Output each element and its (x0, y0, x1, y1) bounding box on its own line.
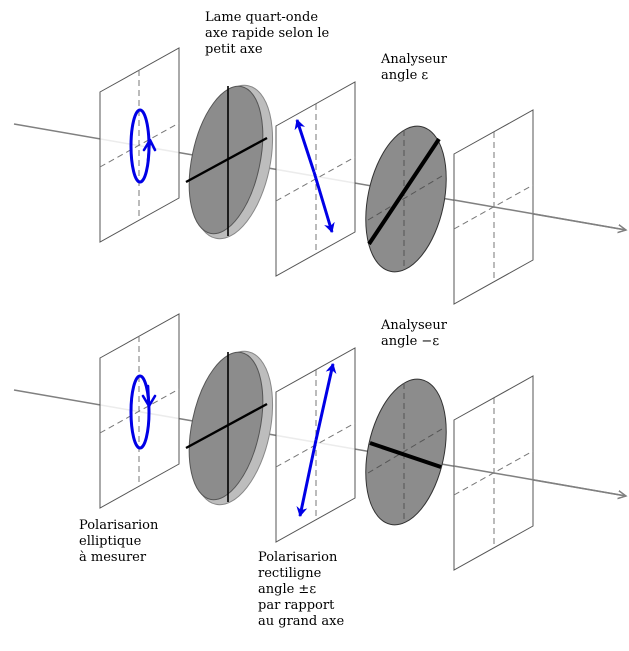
label-line: Analyseur (381, 52, 447, 67)
label-line: angle ±ε (258, 582, 317, 597)
label-line: par rapport (258, 598, 335, 613)
label-line: angle ε (381, 68, 429, 83)
quarter-wave-plate-top (185, 84, 274, 240)
quarter-wave-plate-bottom (185, 350, 274, 506)
linear-plane-top (275, 81, 356, 277)
analyzer-top (365, 125, 447, 273)
label-line: à mesurer (79, 550, 147, 565)
label-line: Lame quart-onde (205, 10, 319, 25)
label-line: rectiligne (258, 566, 322, 581)
input-plane-top (99, 47, 180, 243)
label-line: axe rapide selon le (205, 26, 330, 41)
label-line: Polarisarion (258, 550, 338, 565)
label-line: elliptique (79, 534, 142, 549)
label-analyseur-top: Analyseur angle ε (381, 52, 447, 84)
label-line: Polarisarion (79, 518, 159, 533)
label-line: angle −ε (381, 334, 440, 349)
circular-arrow-icon (141, 384, 157, 408)
label-line: petit axe (205, 42, 263, 57)
label-analyseur-bottom: Analyseur angle −ε (381, 318, 447, 350)
double-arrow-icon (314, 363, 337, 441)
label-polarisation-elliptique: Polarisarion elliptique à mesurer (79, 518, 158, 566)
analyzer-bottom (365, 378, 447, 526)
label-line: Analyseur (381, 318, 447, 333)
top-row (13, 47, 626, 305)
elliptical-polarization-bottom (129, 374, 151, 450)
label-lame-quart-onde: Lame quart-onde axe rapide selon le peti… (205, 10, 357, 58)
label-polarisation-rectiligne: Polarisarion rectiligne angle ±ε par rap… (258, 550, 344, 630)
circular-arrow-icon (142, 138, 157, 162)
label-line: au grand axe (258, 614, 345, 629)
linear-plane-bottom (275, 347, 356, 543)
bottom-row (13, 313, 626, 571)
double-arrow-icon (294, 119, 316, 173)
input-plane-bottom (99, 313, 180, 509)
